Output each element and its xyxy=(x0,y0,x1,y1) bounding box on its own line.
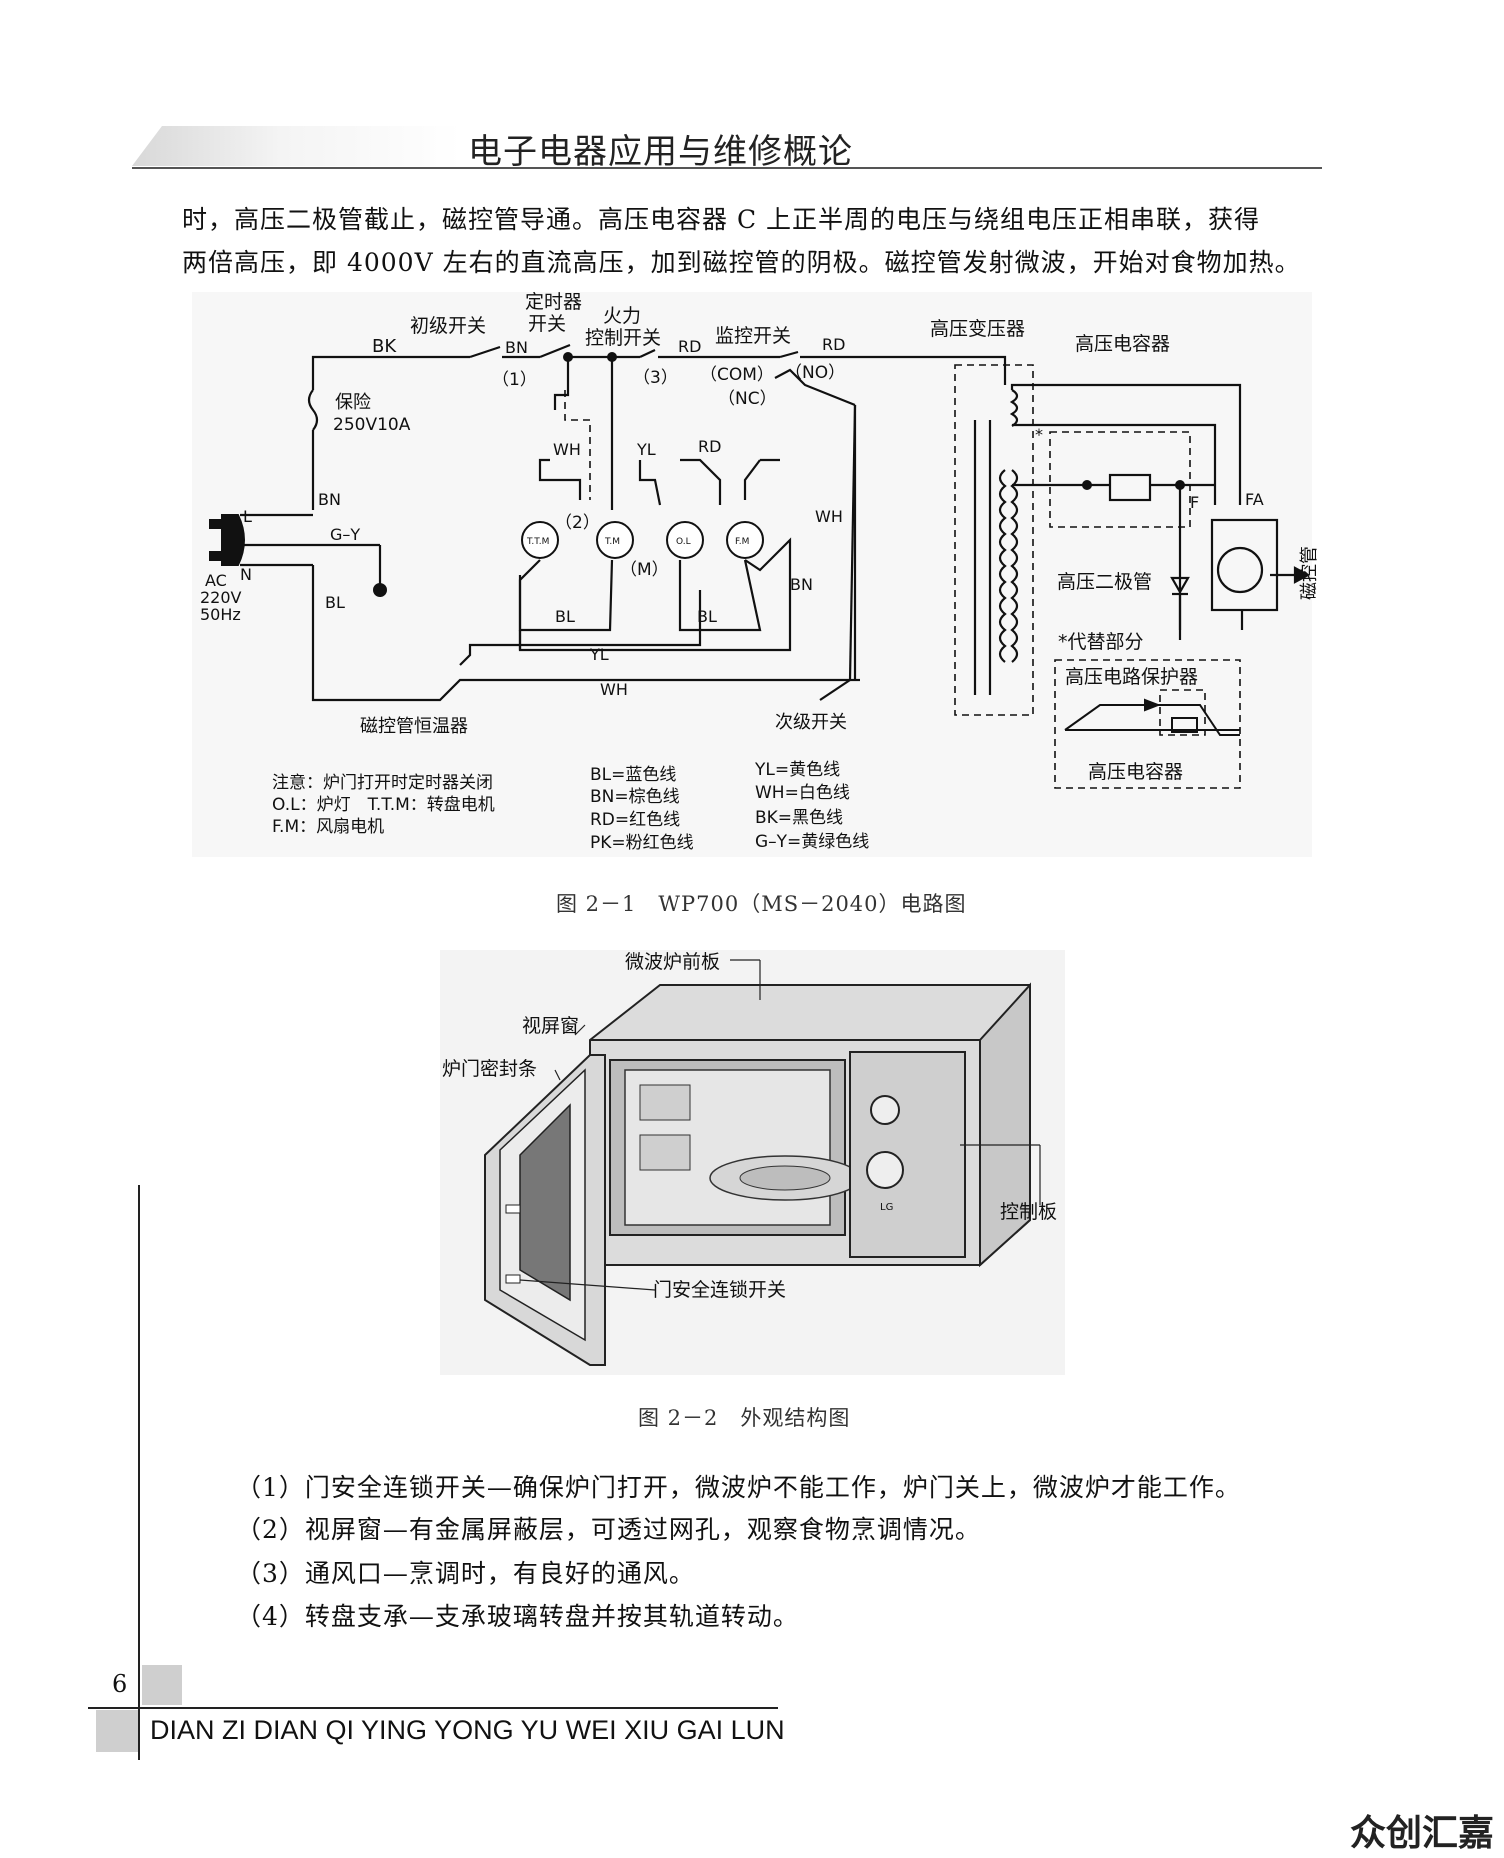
circuit-diagram: BK 初级开关 定时器 开关 火力 控制开关 监控开关 高压变压器 高压电容器 … xyxy=(192,291,1320,857)
legend-rd: RD=红色线 xyxy=(590,810,680,830)
label-bl-left: BL xyxy=(325,593,345,612)
label-fa: FA xyxy=(1245,490,1264,509)
fan-motor-symbol xyxy=(726,521,764,559)
footer-gray-square-lower xyxy=(96,1710,138,1752)
label-bl-2: BL xyxy=(697,607,717,626)
label-gy: G–Y xyxy=(330,525,360,544)
figure-2-1-caption: 图 2－1 WP700（MS－2040）电路图 xyxy=(556,892,967,916)
list-item-3: （3）通风口—烹调时，有良好的通风。 xyxy=(236,1559,695,1588)
turntable-motor-symbol xyxy=(521,521,559,559)
label-ol: O.L xyxy=(676,537,691,547)
label-star: * xyxy=(1035,425,1043,444)
label-ttm: T.T.M xyxy=(526,537,549,547)
label-bn-1: BN xyxy=(505,338,528,357)
list-item-2: （2）视屏窗—有金属屏蔽层，可透过网孔，观察食物烹调情况。 xyxy=(236,1515,981,1544)
label-wh-1: WH xyxy=(553,440,581,459)
label-rd-2: RD xyxy=(822,335,845,354)
label-hv-transformer: 高压变压器 xyxy=(930,318,1025,340)
label-no: （NO） xyxy=(785,363,845,383)
legend-bk: BK=黑色线 xyxy=(755,808,843,828)
legend-pk: PK=粉红色线 xyxy=(590,833,694,853)
timer-motor-symbol xyxy=(596,521,634,559)
running-head-title: 电子电器应用与维修概论 xyxy=(468,132,853,172)
footer-pinyin-title: DIAN ZI DIAN QI YING YONG YU WEI XIU GAI… xyxy=(150,1715,785,1745)
label-n1: （1） xyxy=(492,370,537,390)
label-ac: AC xyxy=(205,571,227,590)
label-monitor-switch: 监控开关 xyxy=(715,325,791,347)
label-view-window: 视屏窗 xyxy=(522,1015,579,1037)
label-n: N xyxy=(240,565,252,584)
legend-wh: WH=白色线 xyxy=(755,783,850,803)
label-bl-1: BL xyxy=(555,607,575,626)
oven-lamp-symbol xyxy=(666,521,704,559)
label-wh-right: WH xyxy=(815,507,843,526)
label-50hz: 50Hz xyxy=(200,605,241,624)
label-secondary-switch: 次级开关 xyxy=(775,712,847,733)
header-ribbon-graphic xyxy=(132,126,1322,169)
label-n2: （2） xyxy=(555,513,600,533)
label-hv-capacitor-2: 高压电容器 xyxy=(1088,761,1183,783)
legend-yl: YL=黄色线 xyxy=(754,760,840,780)
label-door-seal: 炉门密封条 xyxy=(442,1058,537,1080)
label-bk-top: BK xyxy=(372,336,397,357)
legend-bn: BN=棕色线 xyxy=(590,787,680,807)
label-n3: （3） xyxy=(633,368,678,388)
label-front-panel: 微波炉前板 xyxy=(625,951,720,973)
label-power-control-1: 火力 xyxy=(603,305,641,327)
footer-horizontal-rule xyxy=(88,1707,778,1709)
intro-line-2: 两倍高压，即 4000V 左右的直流高压，加到磁控管的阴极。磁控管发射微波，开始… xyxy=(182,248,1301,277)
label-replacement: *代替部分 xyxy=(1058,631,1144,653)
figure-2-2-caption: 图 2－2 外观结构图 xyxy=(638,1406,851,1430)
label-f: F xyxy=(1190,493,1199,512)
brand-mark: LG xyxy=(880,1202,893,1213)
label-m: （M） xyxy=(620,560,669,580)
label-220v: 220V xyxy=(200,588,242,607)
page-number: 6 xyxy=(112,1670,128,1698)
label-l: L xyxy=(243,507,252,526)
legend-gy: G–Y=黄绿色线 xyxy=(755,832,869,852)
label-wh-bottom: WH xyxy=(600,680,628,699)
label-magnetron: 磁控管 xyxy=(1299,546,1320,600)
label-timer-switch-2: 开关 xyxy=(528,313,566,335)
label-fuse-2: 250V10A xyxy=(333,415,411,435)
label-bn-fan: BN xyxy=(790,575,813,594)
label-control-panel: 控制板 xyxy=(1000,1201,1057,1223)
label-interlock: 门安全连锁开关 xyxy=(653,1279,786,1301)
label-bn-left: BN xyxy=(318,490,341,509)
label-yl-bottom: YL xyxy=(589,645,609,664)
label-rd-3: RD xyxy=(698,437,721,456)
label-fm: F.M xyxy=(735,537,749,547)
label-primary-switch: 初级开关 xyxy=(410,315,486,337)
legend-bl: BL=蓝色线 xyxy=(590,765,676,785)
footer-vertical-rule xyxy=(138,1185,140,1760)
label-hv-protector: 高压电路保护器 xyxy=(1065,666,1198,688)
list-item-4: （4）转盘支承—支承玻璃转盘并按其轨道转动。 xyxy=(236,1602,799,1631)
note-line-2: O.L：炉灯 T.T.M：转盘电机 xyxy=(272,795,495,815)
label-hv-capacitor: 高压电容器 xyxy=(1075,333,1170,355)
label-magnetron-thermostat: 磁控管恒温器 xyxy=(360,716,468,737)
label-tm: T.M xyxy=(604,537,620,547)
footer-gray-square-upper xyxy=(142,1665,182,1705)
note-line-3: F.M：风扇电机 xyxy=(272,817,384,837)
label-hv-diode: 高压二极管 xyxy=(1057,571,1152,593)
label-com: （COM） xyxy=(700,365,774,385)
label-rd-1: RD xyxy=(678,337,701,356)
microwave-illustration: LG 微波炉前板 视屏窗 炉门密封条 控制板 门安全连锁开关 xyxy=(440,950,1065,1375)
note-line-1: 注意：炉门打开时定时器关闭 xyxy=(272,773,493,793)
label-timer-switch-1: 定时器 xyxy=(525,291,582,313)
label-power-control-2: 控制开关 xyxy=(585,327,661,349)
list-item-1: （1）门安全连锁开关—确保炉门打开，微波炉不能工作，炉门关上，微波炉才能工作。 xyxy=(236,1473,1241,1502)
watermark-logo: 众创汇嘉 xyxy=(1349,1813,1494,1854)
header-band xyxy=(132,126,1322,169)
label-yl-1: YL xyxy=(636,440,656,459)
intro-line-1: 时，高压二极管截止，磁控管导通。高压电容器 C 上正半周的电压与绕组电压正相串联… xyxy=(182,205,1261,234)
label-fuse-1: 保险 xyxy=(335,392,371,413)
label-nc: （NC） xyxy=(718,389,777,409)
